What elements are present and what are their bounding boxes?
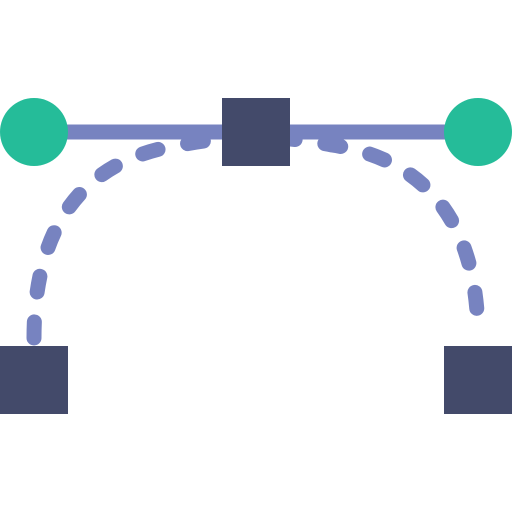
anchor-square-bottom-right[interactable] bbox=[444, 346, 512, 414]
control-point-left[interactable] bbox=[0, 98, 68, 166]
anchor-square-bottom-left[interactable] bbox=[0, 346, 68, 414]
control-point-right[interactable] bbox=[444, 98, 512, 166]
dashed-curve-path bbox=[26, 130, 486, 346]
anchor-square-top[interactable] bbox=[222, 98, 290, 166]
